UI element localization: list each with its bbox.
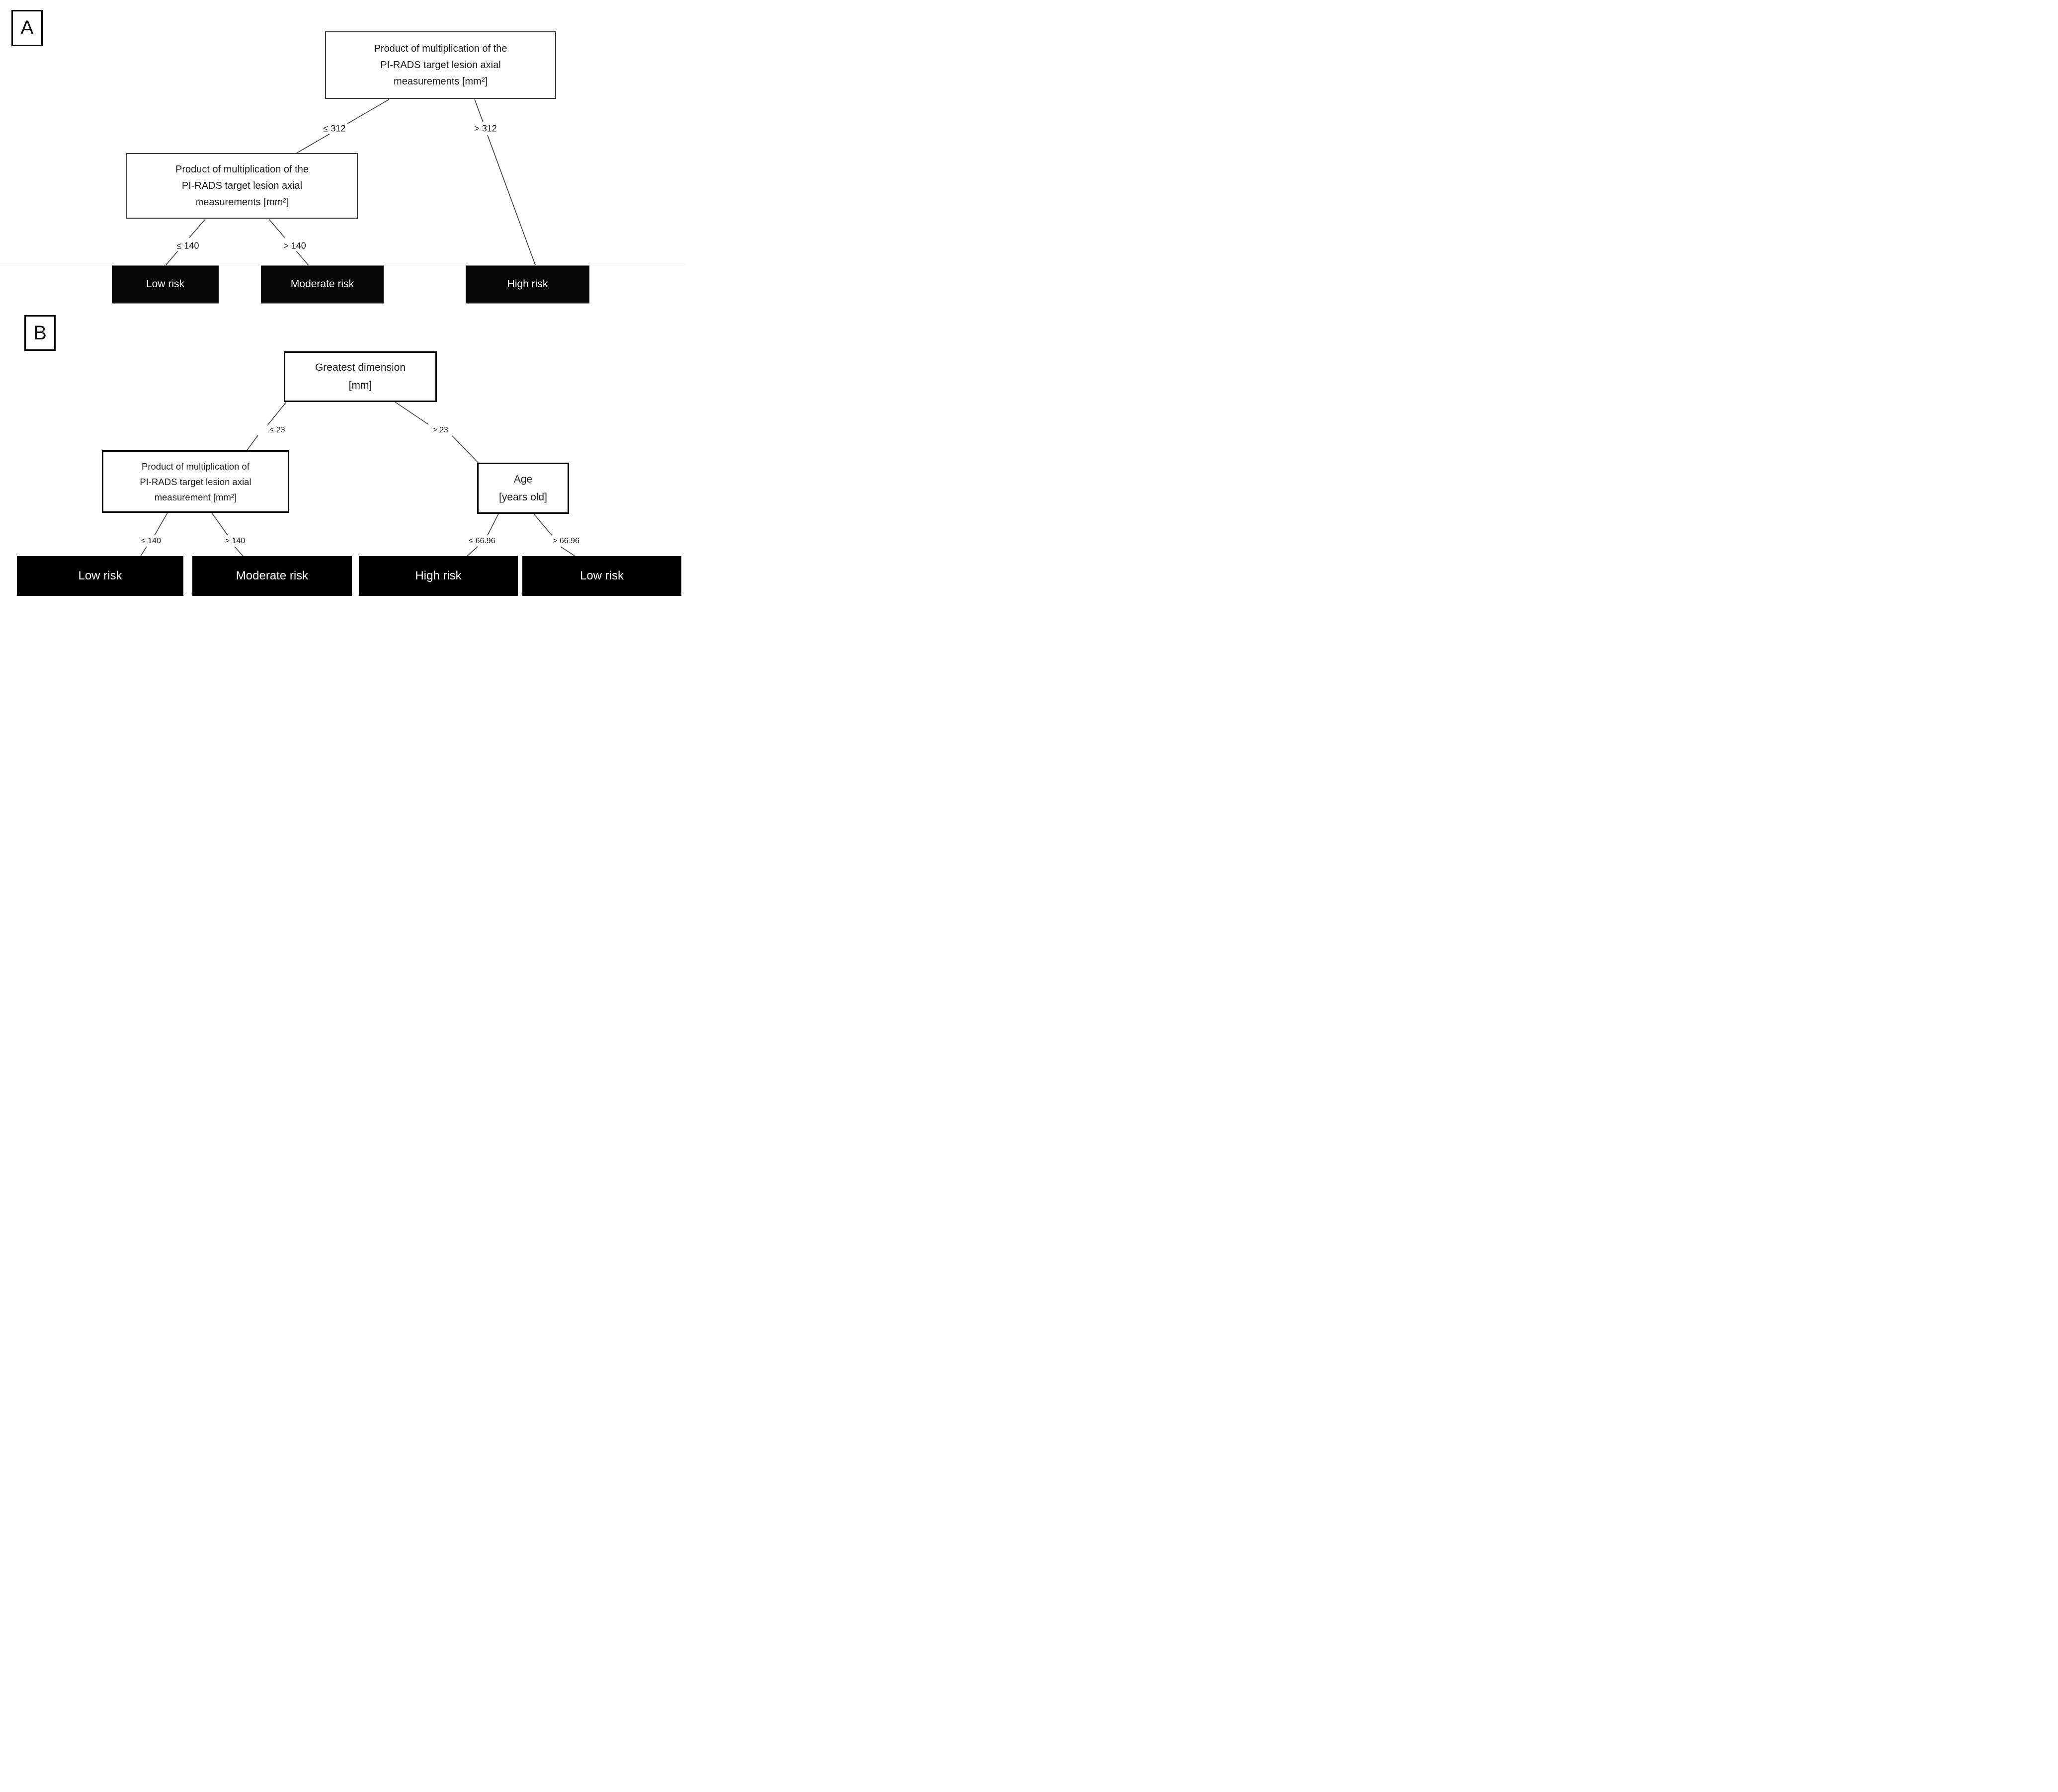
- edge-a-root-left-lower: [296, 133, 330, 154]
- panel-b-branch-label-le-140: ≤ 140: [139, 537, 163, 546]
- edge-b-root-left-lower: [247, 435, 258, 451]
- edge-a-second-right-upper: [268, 219, 285, 238]
- panel-b-leaf-low-risk-1: Low risk: [17, 556, 183, 596]
- panel-b-left-node: Product of multiplication of PI-RADS tar…: [102, 450, 289, 513]
- edge-a-second-left-upper: [189, 219, 206, 238]
- panel-a-leaf-high-risk: High risk: [466, 265, 589, 304]
- edge-a-root-right-lower: [487, 135, 536, 265]
- panel-b-branch-label-le-66-96: ≤ 66.96: [467, 537, 497, 546]
- panel-a-branch-label-le-140: ≤ 140: [174, 241, 201, 251]
- panel-b-label-box: B: [24, 315, 56, 351]
- panel-b-leaf-high-risk: High risk: [359, 556, 518, 596]
- panel-b-leaf-moderate-risk: Moderate risk: [192, 556, 352, 596]
- edge-b-root-left-upper: [267, 402, 287, 426]
- edge-a-second-right-lower: [296, 250, 309, 265]
- edge-a-root-right-upper: [474, 99, 484, 123]
- edge-b-right-right-lower: [560, 546, 576, 557]
- panel-a-leaf-low-risk: Low risk: [112, 265, 219, 304]
- panel-b-branch-label-gt-23: > 23: [430, 426, 450, 435]
- panel-a-branch-label-gt-140: > 140: [281, 241, 308, 251]
- node-text-line: [mm]: [348, 380, 372, 391]
- node-text-line: measurements [mm²]: [394, 76, 488, 87]
- panel-b-branch-label-gt-66-96: > 66.96: [551, 537, 581, 546]
- panel-a-branch-label-le-312: ≤ 312: [321, 123, 348, 134]
- edge-b-left-right-lower: [234, 546, 244, 557]
- edge-b-left-left-upper: [154, 512, 168, 536]
- node-text-line: PI-RADS target lesion axial: [140, 476, 251, 487]
- edge-a-second-left-lower: [165, 250, 178, 265]
- panel-a-root-node: Product of multiplication of the PI-RADS…: [325, 31, 556, 99]
- panel-a-label-box: A: [11, 10, 43, 46]
- panel-a-label: A: [20, 17, 34, 39]
- edge-b-left-left-lower: [140, 546, 147, 557]
- node-text-line: measurement [mm²]: [154, 491, 237, 502]
- panel-b-right-node-age: Age [years old]: [477, 463, 569, 514]
- panel-b-branch-label-le-23: ≤ 23: [267, 426, 287, 435]
- node-text-line: Product of multiplication of the: [175, 163, 309, 175]
- node-text-line: Age: [513, 473, 533, 485]
- panel-a-second-node: Product of multiplication of the PI-RADS…: [126, 153, 358, 219]
- edge-b-root-right-lower: [452, 435, 479, 463]
- node-text-line: Product of multiplication of the: [374, 43, 507, 54]
- edge-a-root-left-upper: [346, 99, 390, 125]
- node-text-line: Product of multiplication of: [142, 461, 249, 472]
- panel-a-leaf-moderate-risk: Moderate risk: [261, 265, 384, 304]
- panel-b-label: B: [33, 322, 47, 344]
- node-text-line: PI-RADS target lesion axial: [380, 59, 501, 71]
- node-text-line: [years old]: [499, 491, 547, 503]
- panel-b-leaf-low-risk-2: Low risk: [522, 556, 681, 596]
- panel-b-root-node: Greatest dimension [mm]: [284, 351, 437, 402]
- tree-edges: [140, 99, 576, 557]
- panel-b-branch-label-gt-140: > 140: [223, 537, 247, 546]
- edge-b-right-right-upper: [533, 513, 552, 536]
- node-text-line: PI-RADS target lesion axial: [181, 180, 303, 191]
- node-text-line: measurements [mm²]: [195, 196, 289, 208]
- edge-b-root-right-upper: [395, 402, 429, 425]
- edge-b-left-right-upper: [211, 512, 228, 536]
- panel-a-branch-label-gt-312: > 312: [472, 123, 499, 134]
- decision-tree-figure: A Product of multiplication of the PI-RA…: [0, 0, 686, 597]
- edge-b-right-left-lower: [467, 546, 478, 557]
- node-text-line: Greatest dimension: [315, 362, 406, 373]
- edge-b-right-left-upper: [487, 513, 499, 536]
